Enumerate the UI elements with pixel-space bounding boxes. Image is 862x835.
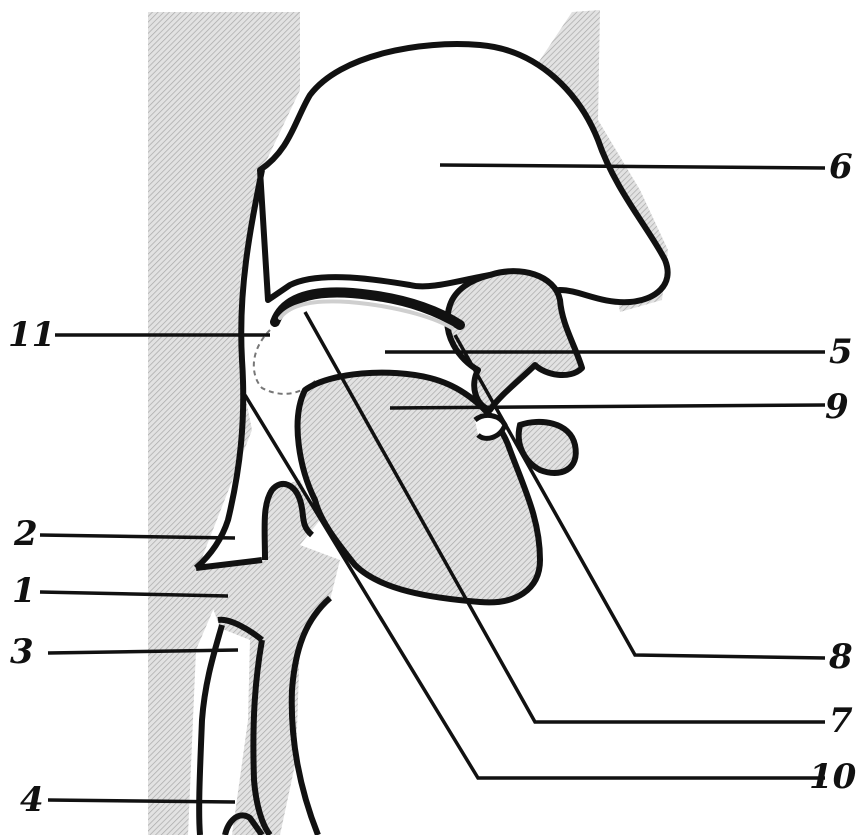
label-2: 2 [14,517,38,551]
label-8: 8 [829,640,853,674]
label-10: 10 [809,760,856,794]
label-3: 3 [10,635,34,669]
label-11: 11 [8,318,55,352]
nasal-cavity [260,44,668,302]
label-5: 5 [829,335,853,369]
pointer-4 [48,800,235,802]
label-9: 9 [825,390,849,424]
throat-tissue [198,480,340,835]
label-4: 4 [20,783,44,817]
pointer-3 [48,650,238,653]
label-1: 1 [12,574,36,608]
label-6: 6 [829,150,853,184]
label-7: 7 [829,704,853,738]
